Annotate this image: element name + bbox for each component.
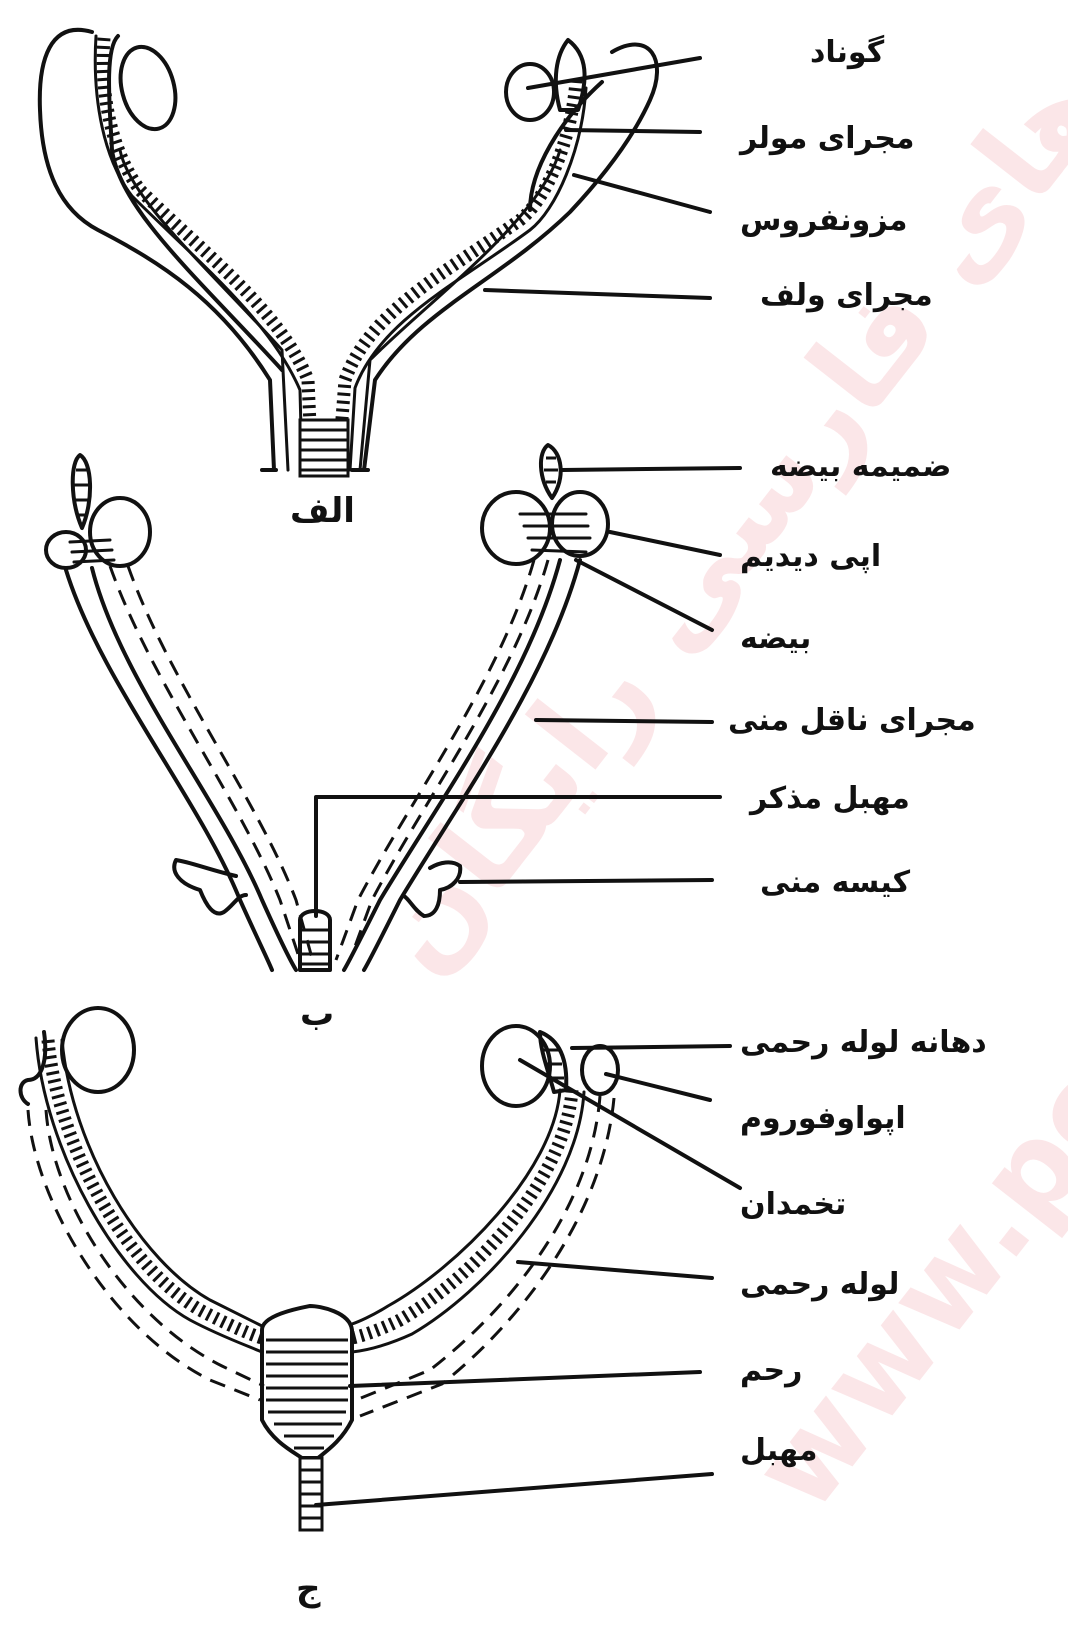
stage-a-right-gonad — [506, 64, 554, 120]
stage-c-leader-lines — [316, 1046, 740, 1505]
stage-c-left-ovary — [62, 1008, 134, 1092]
label-epididymis: اپی دیدیم — [740, 539, 881, 574]
stage-a-letter: الف — [290, 491, 355, 531]
label-epoophoron: اپواوفوروم — [740, 1101, 906, 1136]
label-vagina-masculina: مهبل مذکر — [748, 781, 910, 816]
label-seminal-vesicle: کیسه منی — [760, 865, 911, 900]
stage-a-drawing — [40, 30, 657, 476]
watermark-persian: کتاب های فارسی رایگان — [344, 0, 1068, 999]
label-wolffian-duct: مجرای ولف — [760, 278, 933, 313]
label-uterine-tube: لوله رحمی — [740, 1267, 899, 1302]
label-appendix-testis: ضمیمه بیضه — [770, 449, 951, 484]
stage-c-letter: ج — [296, 1569, 321, 1609]
label-gonad: گوناد — [810, 34, 885, 70]
label-ovary: تخمدان — [740, 1187, 846, 1222]
stage-c-right-ovary — [482, 1026, 550, 1106]
label-testis: بیضه — [740, 621, 811, 656]
label-fimbriae: دهانه لوله رحمی — [740, 1025, 987, 1060]
label-mesonephros: مزونفروس — [740, 203, 907, 238]
label-vagina: مهبل — [740, 1433, 817, 1468]
stage-c-drawing — [21, 1008, 619, 1530]
label-vas-deferens: مجرای ناقل منی — [728, 703, 976, 738]
label-uterus: رحم — [740, 1353, 802, 1388]
stage-a-left-gonad — [112, 41, 184, 136]
label-mullerian-duct: مجرای مولر — [738, 121, 914, 156]
stage-b-letter: ب — [300, 994, 334, 1034]
